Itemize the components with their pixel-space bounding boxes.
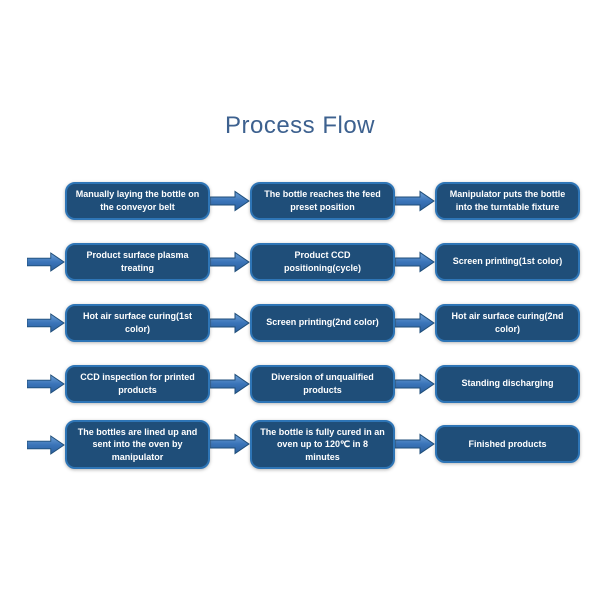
entry-arrow [27,373,65,395]
process-step-box: Hot air surface curing(2nd color) [435,303,580,342]
process-step-label: Screen printing(1st color) [452,256,563,267]
right-arrow-icon [395,312,435,333]
flow-row: The bottles are lined up and sent into t… [0,414,600,475]
row-steps: Product surface plasma treating Product … [65,242,580,281]
right-arrow-icon [27,312,65,333]
process-step-box: Product surface plasma treating [65,242,210,281]
connector-arrow [210,190,250,212]
process-step-box: CCD inspection for printed products [65,364,210,403]
process-step-label: The bottle reaches the feed preset posit… [264,189,381,212]
process-step-label: Hot air surface curing(2nd color) [451,311,564,334]
process-step-label: Product surface plasma treating [86,250,189,273]
process-step-box: The bottle is fully cured in an oven up … [250,420,395,469]
process-step-box: Screen printing(2nd color) [250,303,395,342]
right-arrow-icon [210,312,250,333]
flow-row: Product surface plasma treating Product … [0,231,600,292]
process-step-label: Standing discharging [461,378,554,389]
connector-arrow [395,312,435,334]
process-step-box: Manually laying the bottle on the convey… [65,181,210,220]
flow-row: Manually laying the bottle on the convey… [0,170,600,231]
row-steps: The bottles are lined up and sent into t… [65,420,580,469]
connector-arrow [395,433,435,455]
flow-row: Hot air surface curing(1st color) Screen… [0,292,600,353]
page-title: Process Flow [224,112,376,139]
right-arrow-icon [27,373,65,394]
connector-arrow [395,373,435,395]
entry-arrow [27,434,65,456]
right-arrow-icon [395,251,435,272]
flow-rows: Manually laying the bottle on the convey… [0,170,600,475]
process-step-label: Diversion of unqualified products [271,372,374,395]
row-steps: Manually laying the bottle on the convey… [65,181,580,220]
process-step-box: Product CCD positioning(cycle) [250,242,395,281]
process-step-box: Manipulator puts the bottle into the tur… [435,181,580,220]
process-step-box: The bottles are lined up and sent into t… [65,420,210,469]
process-step-label: CCD inspection for printed products [80,372,195,395]
process-step-label: Hot air surface curing(1st color) [82,311,193,334]
right-arrow-icon [27,251,65,272]
right-arrow-icon [210,373,250,394]
process-step-box: Finished products [435,425,580,464]
process-step-label: Product CCD positioning(cycle) [283,250,361,273]
connector-arrow [395,251,435,273]
process-step-box: Standing discharging [435,364,580,403]
connector-arrow [210,433,250,455]
process-step-box: Hot air surface curing(1st color) [65,303,210,342]
entry-arrow [27,251,65,273]
process-step-label: The bottle is fully cured in an oven up … [260,427,385,462]
process-step-label: Finished products [468,439,547,450]
right-arrow-icon [210,190,250,211]
connector-arrow [210,373,250,395]
process-step-box: Screen printing(1st color) [435,242,580,281]
connector-arrow [210,251,250,273]
right-arrow-icon [395,373,435,394]
right-arrow-icon [210,251,250,272]
process-step-label: Screen printing(2nd color) [266,317,379,328]
right-arrow-icon [395,190,435,211]
connector-arrow [210,312,250,334]
process-step-label: The bottles are lined up and sent into t… [77,427,198,462]
entry-arrow [27,312,65,334]
process-step-label: Manipulator puts the bottle into the tur… [449,189,566,212]
flow-row: CCD inspection for printed products Dive… [0,353,600,414]
right-arrow-icon [210,434,250,455]
right-arrow-icon [27,434,65,455]
connector-arrow [395,190,435,212]
process-step-box: The bottle reaches the feed preset posit… [250,181,395,220]
row-steps: Hot air surface curing(1st color) Screen… [65,303,580,342]
process-step-box: Diversion of unqualified products [250,364,395,403]
right-arrow-icon [395,434,435,455]
process-step-label: Manually laying the bottle on the convey… [75,189,200,212]
row-steps: CCD inspection for printed products Dive… [65,364,580,403]
